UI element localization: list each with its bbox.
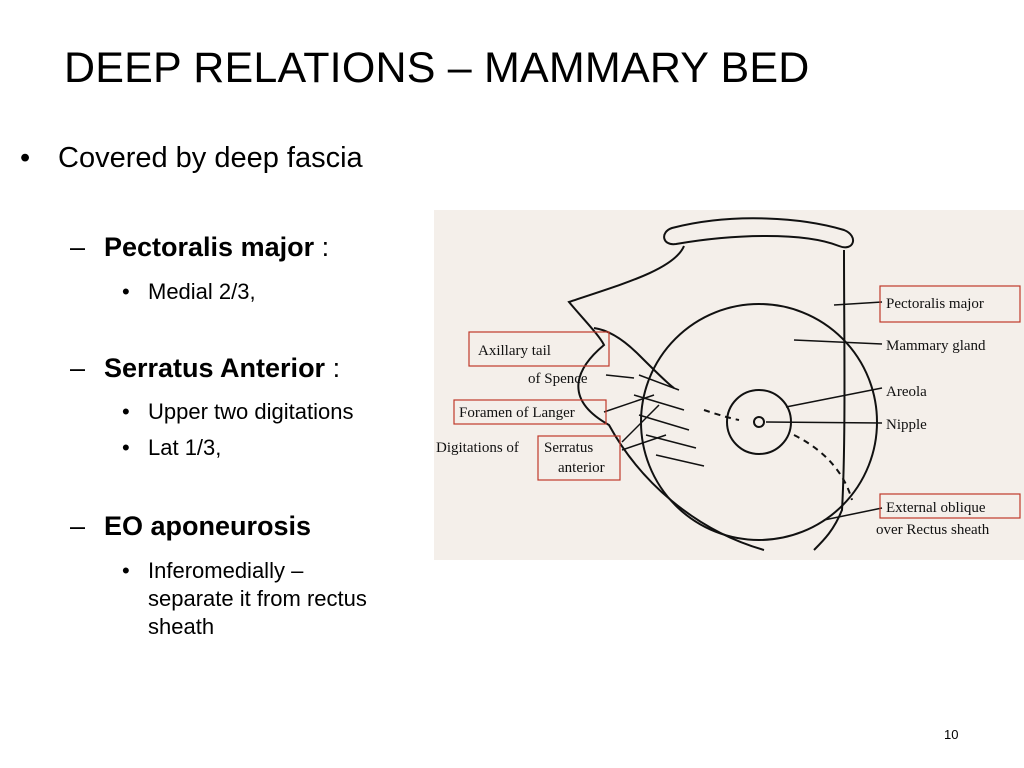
- item-medial-2-3: • Medial 2/3,: [122, 278, 256, 306]
- dash-marker: –: [70, 511, 86, 541]
- leader-pectoralis: [833, 301, 883, 306]
- box-serratus-anterior: [537, 435, 621, 481]
- item-text: Lat 1/3,: [148, 435, 222, 460]
- label-external-oblique: External oblique: [886, 500, 986, 516]
- dash-marker: –: [70, 353, 86, 383]
- item-inferomedially: • Inferomedially – separate it from rectu…: [122, 557, 367, 641]
- subheading-suffix: :: [325, 353, 341, 383]
- leader-foramen: [603, 394, 655, 413]
- subheading-text: Serratus Anterior: [104, 353, 326, 383]
- item-text: Upper two digitations: [148, 399, 354, 424]
- subheading-text: Pectoralis major: [104, 232, 315, 262]
- label-serratus: Serratus: [544, 440, 593, 456]
- item-text: Inferomedially –: [148, 558, 304, 583]
- slide-title: DEEP RELATIONS – MAMMARY BED: [64, 44, 810, 92]
- leader-mammary: [793, 339, 883, 345]
- label-boxes: [453, 285, 1021, 519]
- bullet-marker: •: [20, 142, 31, 174]
- item-text: Medial 2/3,: [148, 279, 256, 304]
- subheading-eo-aponeurosis: –EO aponeurosis: [70, 511, 311, 542]
- label-anterior: anterior: [558, 460, 605, 476]
- item-lat-1-3: • Lat 1/3,: [122, 434, 221, 462]
- bullet-marker: •: [122, 399, 130, 424]
- body-outline: [567, 245, 765, 551]
- mammary-bed-diagram: Axillary tail of Spence Foramen of Lange…: [436, 217, 1021, 551]
- bullet-marker: •: [122, 279, 130, 304]
- item-text-continued: separate it from rectus: [148, 586, 367, 611]
- leader-nipple: [765, 421, 883, 424]
- diagram-lines: [567, 217, 883, 551]
- leader-digitations-1: [621, 404, 660, 443]
- label-axillary-tail: Axillary tail: [478, 343, 551, 359]
- clavicle-shape: [663, 217, 854, 249]
- label-areola: Areola: [886, 384, 927, 400]
- box-external-oblique: [879, 493, 1021, 519]
- leader-axillary: [605, 374, 635, 379]
- label-digitations-of: Digitations of: [436, 440, 519, 456]
- dashed-fascia-line: [793, 434, 853, 501]
- nipple-circle: [753, 416, 765, 428]
- trunk-outline: [813, 249, 846, 551]
- box-foramen-of-langer: [453, 399, 607, 425]
- label-pectoralis-major: Pectoralis major: [886, 296, 984, 312]
- item-upper-two-digitations: • Upper two digitations: [122, 398, 353, 426]
- subheading-text: EO aponeurosis: [104, 511, 312, 541]
- bullet-marker: •: [122, 558, 130, 583]
- label-mammary-gland: Mammary gland: [886, 338, 986, 354]
- dashed-axillary-line: [703, 409, 740, 421]
- leader-external-oblique: [823, 507, 883, 521]
- serratus-digitations: [633, 374, 705, 467]
- subheading-pectoralis-major: –Pectoralis major :: [70, 232, 329, 263]
- dash-marker: –: [70, 232, 86, 262]
- label-nipple: Nipple: [886, 417, 927, 433]
- mammary-bed-figure: Axillary tail of Spence Foramen of Lange…: [434, 210, 1024, 560]
- bullet-marker: •: [122, 435, 130, 460]
- label-of-spence: of Spence: [528, 371, 588, 387]
- label-foramen-of-langer: Foramen of Langer: [459, 405, 575, 421]
- bullet-covered-by-deep-fascia: • Covered by deep fascia: [20, 142, 363, 175]
- page-number: 10: [944, 727, 959, 742]
- box-axillary-tail: [468, 331, 610, 367]
- box-pectoralis-major: [879, 285, 1021, 323]
- leader-areola: [785, 387, 883, 408]
- leader-digitations-2: [621, 434, 667, 451]
- item-text-continued: sheath: [148, 614, 215, 639]
- bullet-text: Covered by deep fascia: [58, 142, 363, 174]
- label-over-rectus-sheath: over Rectus sheath: [876, 522, 990, 538]
- subheading-suffix: :: [314, 232, 330, 262]
- axillary-tail: [593, 327, 675, 389]
- subheading-serratus-anterior: –Serratus Anterior :: [70, 353, 340, 384]
